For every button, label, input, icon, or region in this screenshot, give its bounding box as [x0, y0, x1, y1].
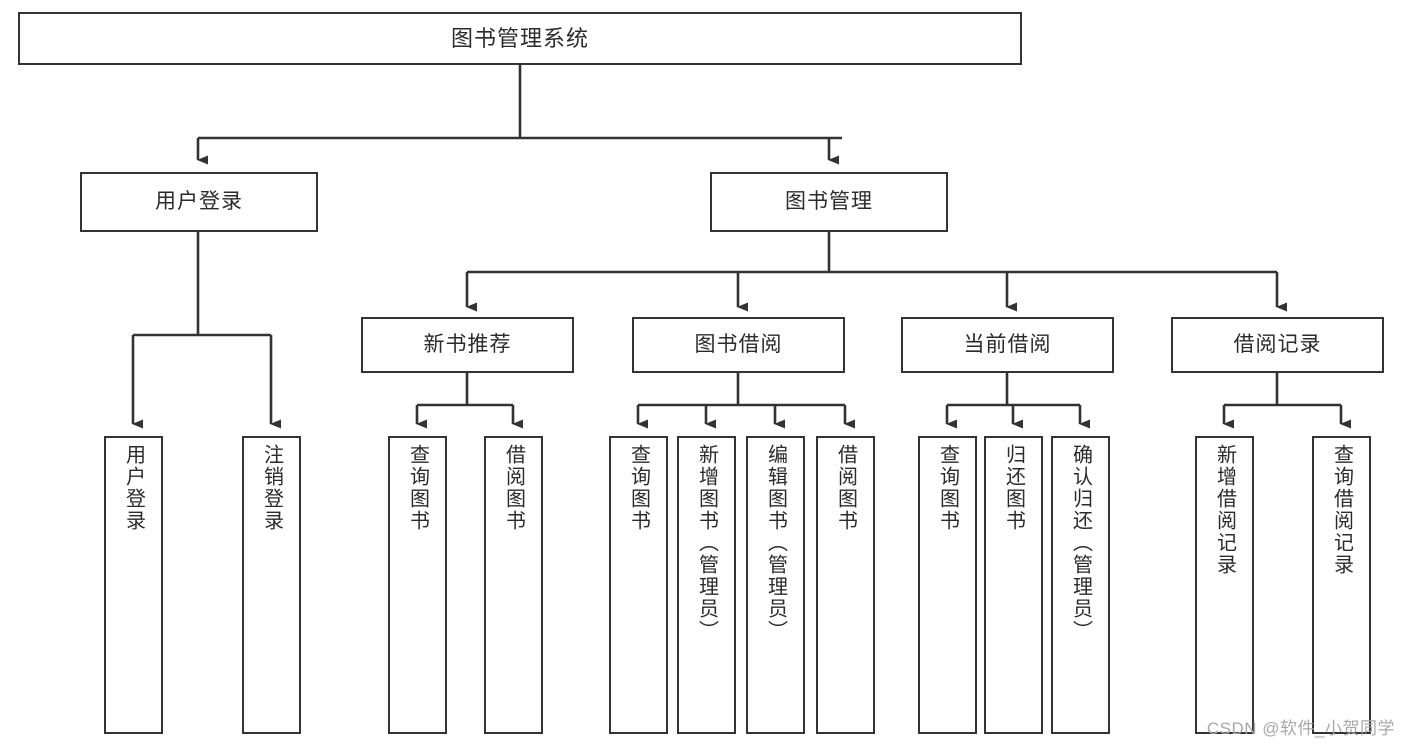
node-new-book-recommend-label: 新书推荐 — [423, 332, 512, 356]
node-leaf-borrow-book-2-label: 借阅图书 — [834, 444, 857, 532]
node-leaf-query-book-2[interactable]: 查询图书 — [609, 436, 668, 734]
node-book-borrow-label: 图书借阅 — [694, 332, 783, 356]
node-current-borrow-label: 当前借阅 — [963, 332, 1052, 356]
node-root[interactable]: 图书管理系统 — [18, 12, 1022, 65]
node-leaf-edit-book-label: 编辑图书（管理员） — [764, 444, 787, 642]
node-leaf-query-book-2-label: 查询图书 — [627, 444, 650, 532]
node-leaf-logout-login-label: 注销登录 — [260, 444, 283, 532]
node-borrow-record[interactable]: 借阅记录 — [1171, 317, 1384, 373]
node-leaf-add-book[interactable]: 新增图书（管理员） — [677, 436, 736, 734]
node-leaf-borrow-book-1-label: 借阅图书 — [502, 444, 525, 532]
node-leaf-user-login[interactable]: 用户登录 — [104, 436, 163, 734]
node-book-manage-label: 图书管理 — [785, 189, 873, 213]
node-leaf-confirm-return[interactable]: 确认归还（管理员） — [1051, 436, 1110, 734]
node-leaf-confirm-return-label: 确认归还（管理员） — [1069, 444, 1092, 642]
node-leaf-return-book-label: 归还图书 — [1002, 444, 1025, 532]
node-leaf-query-record[interactable]: 查询借阅记录 — [1312, 436, 1371, 734]
node-leaf-logout-login[interactable]: 注销登录 — [242, 436, 301, 734]
node-borrow-record-label: 借阅记录 — [1233, 332, 1322, 356]
node-leaf-borrow-book-2[interactable]: 借阅图书 — [816, 436, 875, 734]
node-leaf-user-login-label: 用户登录 — [122, 444, 145, 532]
node-leaf-query-record-label: 查询借阅记录 — [1330, 444, 1353, 576]
node-user-login-label: 用户登录 — [155, 189, 243, 213]
node-new-book-recommend[interactable]: 新书推荐 — [361, 317, 574, 373]
node-leaf-borrow-book-1[interactable]: 借阅图书 — [484, 436, 543, 734]
node-leaf-add-book-label: 新增图书（管理员） — [695, 444, 718, 642]
node-book-manage[interactable]: 图书管理 — [710, 172, 948, 232]
node-leaf-return-book[interactable]: 归还图书 — [984, 436, 1043, 734]
node-root-label: 图书管理系统 — [450, 25, 589, 51]
node-leaf-query-book-1-label: 查询图书 — [406, 444, 429, 532]
node-leaf-query-book-3[interactable]: 查询图书 — [918, 436, 977, 734]
node-current-borrow[interactable]: 当前借阅 — [901, 317, 1114, 373]
node-book-borrow[interactable]: 图书借阅 — [632, 317, 845, 373]
node-leaf-query-book-1[interactable]: 查询图书 — [388, 436, 447, 734]
csdn-watermark: CSDN @软件_小贺同学 — [1206, 719, 1395, 738]
node-leaf-edit-book[interactable]: 编辑图书（管理员） — [746, 436, 805, 734]
node-leaf-add-record-label: 新增借阅记录 — [1213, 444, 1236, 576]
node-user-login[interactable]: 用户登录 — [80, 172, 318, 232]
node-leaf-add-record[interactable]: 新增借阅记录 — [1195, 436, 1254, 734]
node-leaf-query-book-3-label: 查询图书 — [936, 444, 959, 532]
